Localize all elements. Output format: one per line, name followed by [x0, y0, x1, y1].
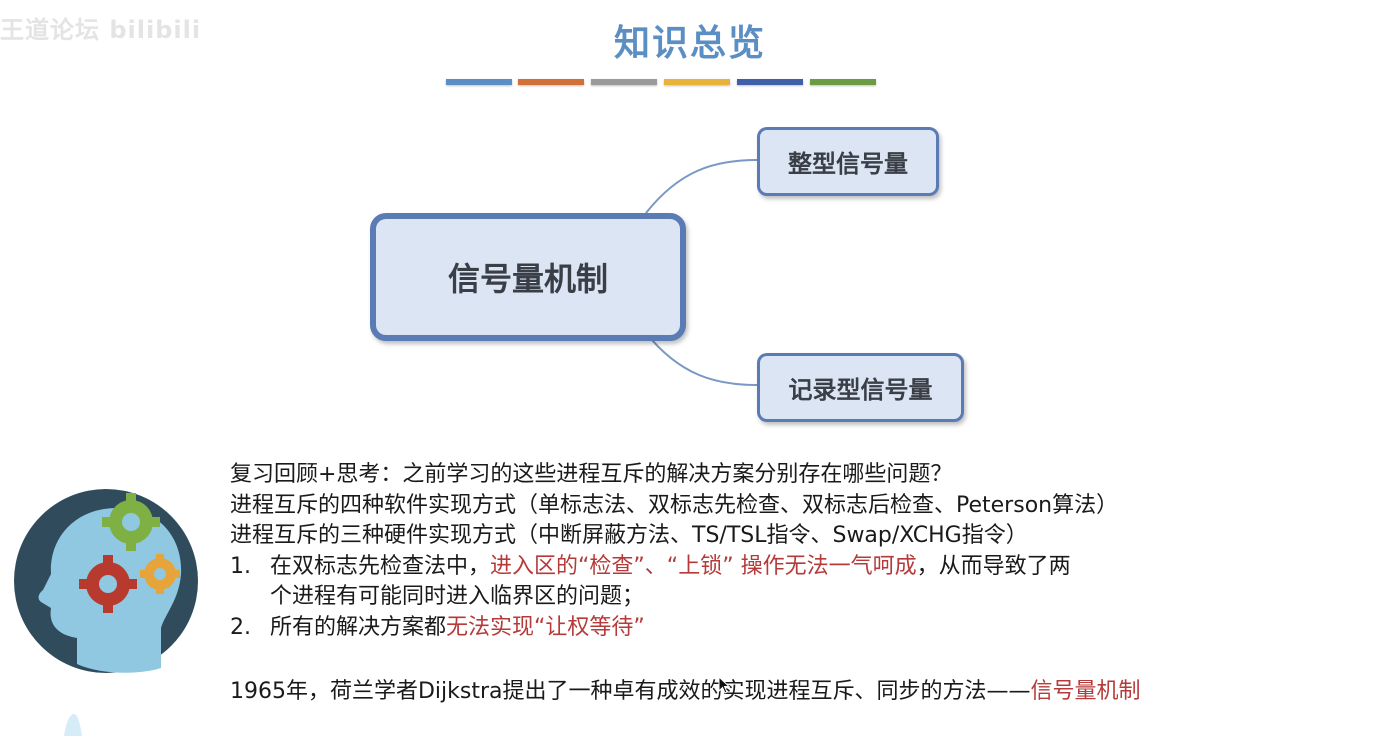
- accent-bar: [446, 79, 512, 85]
- review-question: 复习回顾+思考：之前学习的这些进程互斥的解决方案分别存在哪些问题？: [230, 462, 953, 487]
- connector-bottom: [645, 332, 758, 386]
- item1-text-post: ，从而导致了两: [916, 553, 1071, 579]
- item1-text-pre: 在双标志先检查法中，: [270, 553, 491, 579]
- corner-decoration: [64, 714, 82, 736]
- accent-bar: [518, 79, 584, 85]
- item2-text-pre: 所有的解决方案都: [270, 614, 447, 640]
- mouse-cursor-icon: [718, 676, 731, 694]
- dijkstra-text: 1965年，荷兰学者Dijkstra提出了一种卓有成效的实现进程互斥、同步的方法…: [230, 679, 1031, 704]
- slide-title: 知识总览: [613, 23, 766, 64]
- body-text: 复习回顾+思考：之前学习的这些进程互斥的解决方案分别存在哪些问题？ 进程互斥的四…: [230, 460, 1350, 708]
- problem-item-1: 1. 在双标志先检查法中，进入区的“检查”、“上锁” 操作无法一气呵成，从而导致…: [230, 552, 1350, 613]
- accent-bar: [810, 79, 876, 85]
- dijkstra-line: 1965年，荷兰学者Dijkstra提出了一种卓有成效的实现进程互斥、同步的方法…: [230, 677, 1350, 708]
- problem-item-2: 2. 所有的解决方案都无法实现“让权等待”: [230, 613, 1350, 644]
- gear-red-icon: [79, 555, 137, 613]
- item2-emphasis: 无法实现“让权等待”: [446, 614, 645, 640]
- mindmap-branch-record-semaphore: 记录型信号量: [757, 353, 964, 422]
- gear-orange-icon: [140, 554, 180, 594]
- head-with-gears-icon: [14, 489, 198, 673]
- item1-continuation: 个进程有可能同时进入临界区的问题；: [270, 584, 645, 609]
- hardware-methods-line: 进程互斥的三种硬件实现方式（中断屏蔽方法、TS/TSL指令、Swap/XCHG指…: [230, 523, 1028, 548]
- semaphore-emphasis: 信号量机制: [1030, 679, 1141, 704]
- accent-bar: [737, 79, 803, 85]
- connector-top: [645, 159, 758, 214]
- accent-bar: [664, 79, 730, 85]
- accent-bar: [591, 79, 657, 85]
- gear-green-icon: [102, 493, 160, 551]
- software-methods-line: 进程互斥的四种软件实现方式（单标志法、双标志先检查、双标志后检查、Peterso…: [230, 492, 1119, 518]
- mindmap-branch-integer-semaphore: 整型信号量: [757, 127, 939, 196]
- item1-emphasis: 进入区的“检查”、“上锁” 操作无法一气呵成: [490, 553, 917, 579]
- item-number: 1.: [230, 553, 251, 579]
- mindmap-center-node: 信号量机制: [370, 213, 686, 341]
- watermark-logo: 王道论坛 bilibili: [0, 16, 202, 44]
- item-number: 2.: [230, 614, 251, 640]
